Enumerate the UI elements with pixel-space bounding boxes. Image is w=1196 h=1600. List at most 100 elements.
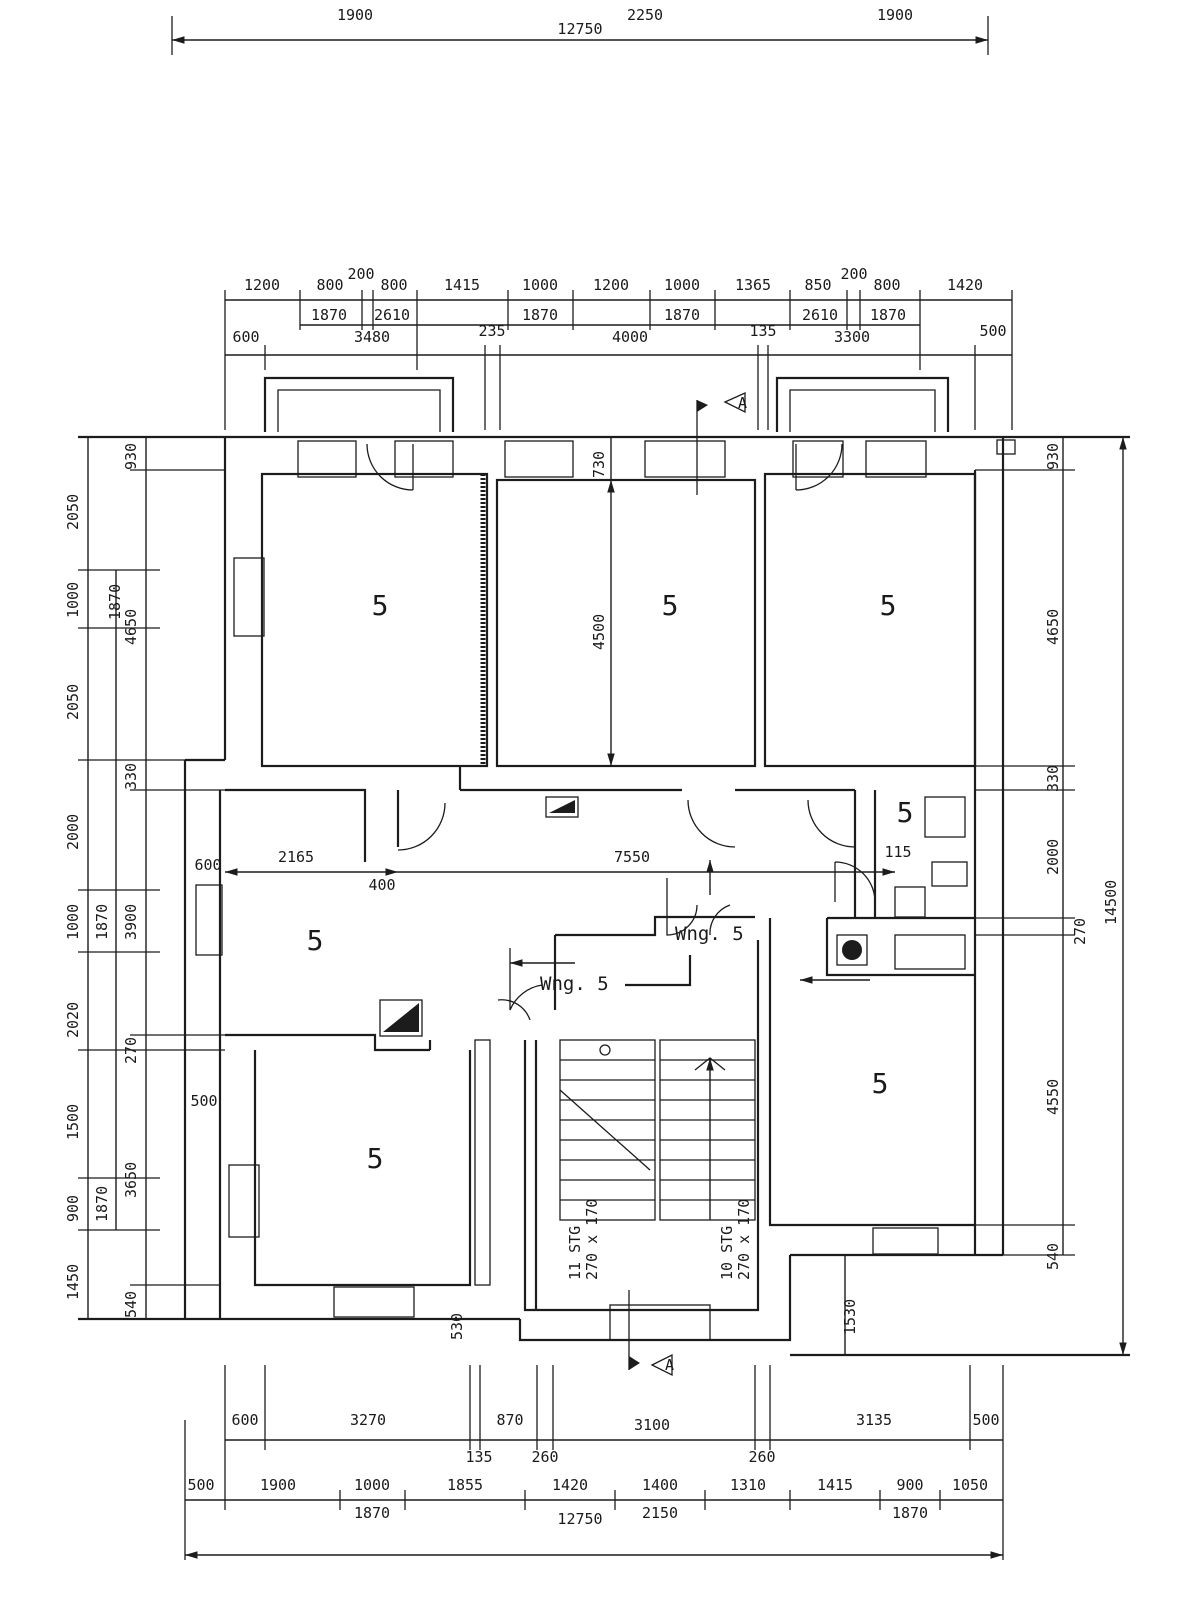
stair-label: 10 STG	[718, 1226, 736, 1280]
dim-label: 4500	[590, 614, 608, 650]
bottom-dimension-rows: 600 3270 870 3100 3135 500 135 260 260 5…	[184, 1365, 1004, 1560]
dim-label: 800	[380, 276, 407, 294]
balconies	[263, 376, 950, 432]
right-dimensions: 930 4650 330 2000 270 4550 540 1530 1450…	[841, 437, 1127, 1355]
dim-label: 1420	[552, 1476, 588, 1494]
dim-label: 260	[531, 1448, 558, 1466]
dim-label: 2000	[1044, 839, 1062, 875]
dim-label: 115	[884, 843, 911, 861]
dim-label: 4650	[122, 609, 140, 645]
wng-label: Wng. 5	[675, 923, 744, 945]
dim-label: 2150	[642, 1504, 678, 1522]
dim-label: 850	[804, 276, 831, 294]
dim-label: 730	[590, 451, 608, 478]
dim-label: 930	[1044, 443, 1062, 470]
wng-label: Wng. 5	[540, 973, 609, 995]
dim-label: 1000	[64, 582, 82, 618]
dim-label: 2050	[64, 494, 82, 530]
dim-label: 1050	[952, 1476, 988, 1494]
dim-label: 1530	[841, 1299, 859, 1335]
dim-label: 330	[122, 763, 140, 790]
section-marker-bottom: A	[628, 1290, 674, 1377]
dim-label: 530	[448, 1313, 466, 1340]
dim-label: 7550	[614, 848, 650, 866]
dim-label: 270	[1071, 918, 1089, 945]
dim-label: 500	[190, 1092, 217, 1110]
dim-label: 1310	[730, 1476, 766, 1494]
dim-label: 1870	[522, 306, 558, 324]
dim-label: 1870	[870, 306, 906, 324]
room-label: 5	[372, 589, 389, 622]
interior-dimensions: 4500 730 2165 7550 600 400 115 500 530	[190, 437, 912, 1340]
dim-label: 200	[840, 265, 867, 283]
stair-labels: 11 STG 270 x 170 10 STG 270 x 170	[566, 1199, 753, 1280]
room-label: 5	[880, 589, 897, 622]
dim-label: 870	[496, 1411, 523, 1429]
staircase	[559, 1039, 756, 1221]
dim-label: 3135	[856, 1411, 892, 1429]
dim-label: 540	[122, 1291, 140, 1318]
dim-label: 1415	[444, 276, 480, 294]
top-partial-label: 1900	[337, 6, 373, 24]
section-label: A	[738, 394, 747, 412]
dim-label: 1500	[64, 1104, 82, 1140]
dim-label: 14500	[1102, 880, 1120, 925]
dim-label: 1870	[106, 584, 124, 620]
dim-label: 3900	[122, 904, 140, 940]
dim-label: 3650	[122, 1162, 140, 1198]
dim-label: 135	[749, 322, 776, 340]
dim-label: 900	[896, 1476, 923, 1494]
stair-label: 11 STG	[566, 1226, 584, 1280]
dim-label: 1855	[447, 1476, 483, 1494]
dim-label: 1870	[664, 306, 700, 324]
top-overall-dimension: 1900 2250 1900 12750	[171, 6, 989, 55]
dim-label: 2165	[278, 848, 314, 866]
dim-label: 12750	[557, 1510, 602, 1528]
dim-label: 200	[347, 265, 374, 283]
left-dimensions: 2050 1000 2050 2000 1000 2020 1500 900 1…	[64, 437, 225, 1319]
dim-label: 1000	[64, 904, 82, 940]
dim-label: 3300	[834, 328, 870, 346]
room-label: 5	[872, 1067, 889, 1100]
dim-label: 1365	[735, 276, 771, 294]
dim-label: 1420	[947, 276, 983, 294]
dim-label: 135	[465, 1448, 492, 1466]
top-partial-label: 1900	[877, 6, 913, 24]
dim-label: 600	[231, 1411, 258, 1429]
dim-label: 800	[873, 276, 900, 294]
top-partial-label: 2250	[627, 6, 663, 24]
dim-label: 1870	[93, 904, 111, 940]
room-label: 5	[307, 924, 324, 957]
dim-label: 4000	[612, 328, 648, 346]
top-dimension-rows: 1200 800 200 800 1415 1000 1200 1000 136…	[224, 265, 1013, 430]
dim-label: 800	[316, 276, 343, 294]
dim-label: 1415	[817, 1476, 853, 1494]
dim-label: 330	[1044, 765, 1062, 792]
stair-label: 270 x 170	[735, 1199, 753, 1280]
dim-label: 1200	[593, 276, 629, 294]
room-label: 5	[662, 589, 679, 622]
dim-label: 3480	[354, 328, 390, 346]
dim-label: 540	[1044, 1243, 1062, 1270]
dim-label: 1200	[244, 276, 280, 294]
dim-label: 400	[368, 876, 395, 894]
dim-label: 1870	[892, 1504, 928, 1522]
dim-label: 1870	[354, 1504, 390, 1522]
dim-label: 1000	[354, 1476, 390, 1494]
dim-label: 1000	[522, 276, 558, 294]
dim-label: 600	[232, 328, 259, 346]
dim-label: 600	[194, 856, 221, 874]
top-rooms	[260, 443, 977, 768]
stair-label: 270 x 170	[583, 1199, 601, 1280]
dim-label: 1400	[642, 1476, 678, 1494]
dim-label: 3100	[634, 1416, 670, 1434]
dim-label: 500	[187, 1476, 214, 1494]
dim-label: 270	[122, 1037, 140, 1064]
dim-label: 2050	[64, 684, 82, 720]
dim-label: 4650	[1044, 609, 1062, 645]
building-outline	[78, 435, 1130, 1357]
dim-label: 1900	[260, 1476, 296, 1494]
dim-label: 3270	[350, 1411, 386, 1429]
dim-label: 900	[64, 1195, 82, 1222]
